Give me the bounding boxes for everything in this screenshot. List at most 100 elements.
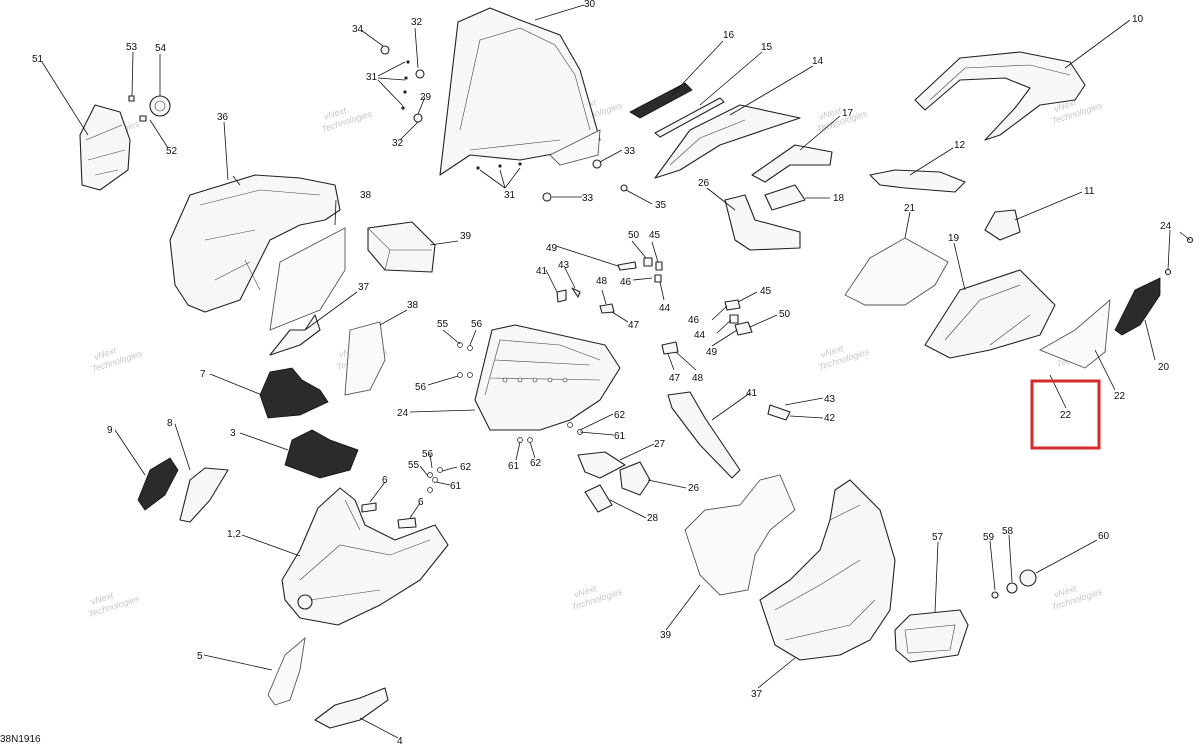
callout: 42 (824, 413, 836, 424)
callout: 56 (471, 319, 483, 330)
part-40-panel (684, 474, 796, 596)
callout: 38 (360, 190, 372, 201)
part-57-headlight (894, 609, 969, 663)
part-32-grommet (415, 69, 425, 79)
part-38-block (367, 221, 436, 273)
callout: 39 (660, 630, 672, 641)
part-23-screw (1164, 268, 1172, 276)
part-35-clip (269, 314, 321, 356)
part-44-block (729, 314, 739, 324)
part-30-lower (549, 129, 601, 166)
callout: 5 (197, 651, 203, 662)
diagram-code: 38N1916 (0, 734, 41, 745)
callout: 61 (450, 481, 462, 492)
callout: 56 (415, 382, 427, 393)
callout: 54 (155, 43, 167, 54)
callout: 46 (688, 315, 700, 326)
part-19-grille (1114, 277, 1161, 336)
part-50-fastener (643, 257, 653, 267)
callout: 1,2 (227, 529, 241, 540)
callout: 17 (842, 108, 854, 119)
callout: 36 (217, 112, 229, 123)
part-38-detail (367, 227, 432, 271)
part-34-detail (199, 189, 321, 291)
callout: 10 (1132, 14, 1144, 25)
callout: 60 (1098, 531, 1110, 542)
callout: 28 (647, 513, 659, 524)
callouts: 51 53 54 52 36 34 32 31 29 32 30 33 31 3… (32, 0, 1172, 746)
part-17-block (764, 184, 806, 211)
part-14-strip (654, 97, 725, 138)
callout: 58 (1002, 526, 1014, 537)
part-24-nose-housing (474, 324, 621, 431)
callout: 41 (746, 388, 758, 399)
part-53-fastener (128, 95, 135, 102)
part-27-cover (577, 451, 626, 479)
callout: 31 (366, 72, 378, 83)
part-30-detail (459, 27, 591, 151)
part-28-block (584, 484, 613, 513)
callout: 43 (558, 260, 570, 271)
part-54-round-housing (149, 95, 171, 117)
callout: 50 (628, 230, 640, 241)
callout: 56 (422, 449, 434, 460)
part-1-2-hole (297, 594, 313, 610)
part-11-cap (984, 209, 1021, 241)
callout: 46 (620, 277, 632, 288)
callout: 44 (659, 303, 671, 314)
part-24-detail (484, 339, 601, 396)
part-1-2-lower-nose (281, 487, 449, 626)
part-44-block (654, 274, 662, 283)
callout: 33 (624, 146, 636, 157)
callout: 52 (166, 146, 178, 157)
part-6-clip (361, 502, 377, 513)
part-7-grille (259, 367, 329, 419)
part-51-side-bracket (79, 104, 131, 191)
part-18-cover (924, 269, 1056, 359)
callout: 27 (654, 439, 666, 450)
part-24-holes (502, 377, 568, 383)
part-10-detail (929, 64, 1071, 101)
callout: 62 (530, 458, 542, 469)
callout: 18 (833, 193, 845, 204)
callout: 32 (411, 17, 423, 28)
leader-lines (41, 4, 1191, 739)
callout-highlighted: 22 (1060, 410, 1072, 421)
callout: 30 (584, 0, 596, 10)
callout: 29 (420, 92, 432, 103)
callout: 47 (628, 320, 640, 331)
part-9-side-grille (137, 457, 179, 511)
part-32-grommet (592, 159, 602, 169)
callout: 32 (392, 138, 404, 149)
callout: 7 (200, 369, 206, 380)
callout: 6 (382, 475, 388, 486)
part-1-2-detail (299, 499, 431, 601)
part-57-detail (904, 624, 956, 654)
part-31-screws (401, 60, 522, 170)
part-47-bracket (661, 341, 679, 355)
callout: 21 (904, 203, 916, 214)
part-18-detail (944, 284, 1031, 346)
callout: 55 (437, 319, 449, 330)
part-37-panel (269, 227, 346, 331)
part-20-panel (844, 237, 949, 306)
part-58-bulb (1006, 582, 1018, 594)
callout: 9 (107, 425, 113, 436)
callout: 26 (698, 178, 710, 189)
callout: 26 (688, 483, 700, 494)
part-10-rack (914, 51, 1086, 141)
part-49-bracket (734, 321, 753, 336)
part-36-panel (344, 321, 386, 396)
callout: 39 (460, 231, 472, 242)
part-51-detail (85, 124, 126, 176)
callout: 48 (596, 276, 608, 287)
callout: 8 (167, 418, 173, 429)
part-30-windshield (439, 7, 601, 176)
callout: 22 (1114, 391, 1126, 402)
